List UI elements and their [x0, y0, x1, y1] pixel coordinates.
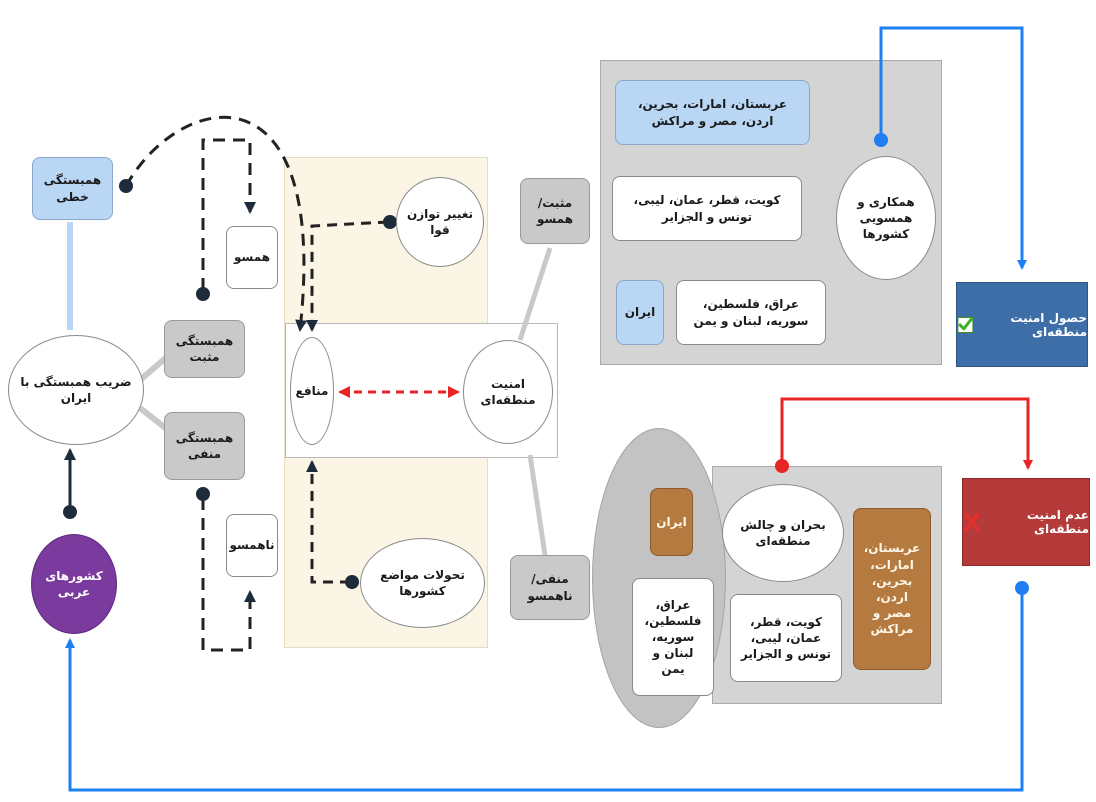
bottom-group-a-box: عربستان، امارات، بحرین، اردن، مصر و مراک… — [853, 508, 931, 670]
positive-correlation-box: همبستگی مثبت — [164, 320, 245, 378]
balance-of-power-ellipse: تغییر توازن قوا — [396, 177, 484, 267]
balance-dot — [383, 215, 397, 229]
non-aligned-box: ناهمسو — [226, 514, 278, 577]
regional-security-ellipse: امنیت منطقه‌ای — [463, 340, 553, 444]
aligned-box: همسو — [226, 226, 278, 289]
bottom-group-b-box: کویت، قطر، عمان، لیبی، تونس و الجزایر — [730, 594, 842, 682]
connector-coefficient-to-negative — [138, 405, 170, 433]
dashed-arc — [124, 115, 308, 332]
top-group-b-box: کویت، قطر، عمان، لیبی، تونس و الجزایر — [612, 176, 802, 241]
red-arrow — [780, 397, 1033, 470]
bottom-group-c-box: عراق، فلسطین، سوریه، لبنان و یمن — [632, 578, 714, 696]
blue-arrow-top — [879, 26, 1027, 270]
no-security-label: عدم امنیت منطقه‌ای — [1026, 508, 1089, 536]
blue-dot-top — [874, 133, 888, 147]
positions-change-ellipse: تحولات مواضع کشورها — [360, 538, 485, 628]
bottom-iran-box: ایران — [650, 488, 693, 556]
coefficient-ellipse: ضریب همبستگی با ایران — [8, 335, 144, 445]
arab-dot — [63, 505, 77, 519]
check-icon — [957, 316, 974, 333]
connector-negative-label — [527, 454, 548, 556]
negative-correlation-box: همبستگی منفی — [164, 412, 245, 480]
positions-dot — [345, 575, 359, 589]
positive-aligned-label: مثبت/همسو — [520, 178, 590, 244]
security-achieved-label: حصول امنیت منطقه‌ای — [1010, 310, 1087, 339]
security-achieved-box: حصول امنیت منطقه‌ای — [956, 282, 1088, 367]
lower-bracket-dot — [196, 487, 210, 501]
arab-countries-circle: کشورهای عربی — [31, 534, 117, 634]
top-iran-box: ایران — [616, 280, 664, 345]
cross-icon — [964, 512, 980, 532]
cooperation-ellipse: همکاری و همسویی کشورها — [836, 156, 936, 280]
red-dot — [775, 459, 789, 473]
linear-correlation-box: همبستگی خطی — [32, 157, 113, 220]
positions-to-interests — [306, 460, 350, 584]
upper-bracket-dot — [196, 287, 210, 301]
lower-bracket — [201, 498, 256, 652]
connector-coefficient-to-positive — [138, 353, 170, 383]
blue-dot-bottom — [1015, 581, 1029, 595]
connector-positive-label — [517, 247, 553, 341]
blue-arrow-bottom — [65, 588, 1024, 792]
no-security-box: عدم امنیت منطقه‌ای — [962, 478, 1090, 566]
top-group-a-box: عربستان، امارات، بحرین، اردن، مصر و مراک… — [615, 80, 810, 145]
negative-non-aligned-label: منفی/ناهمسو — [510, 555, 590, 620]
top-group-c-box: عراق، فلسطین، سوریه، لبنان و یمن — [676, 280, 826, 345]
crisis-ellipse: بحران و چالش منطقه‌ای — [722, 484, 844, 582]
interests-ellipse: منافع — [290, 337, 334, 445]
balance-to-interests — [306, 220, 389, 332]
arc-dot — [119, 179, 133, 193]
